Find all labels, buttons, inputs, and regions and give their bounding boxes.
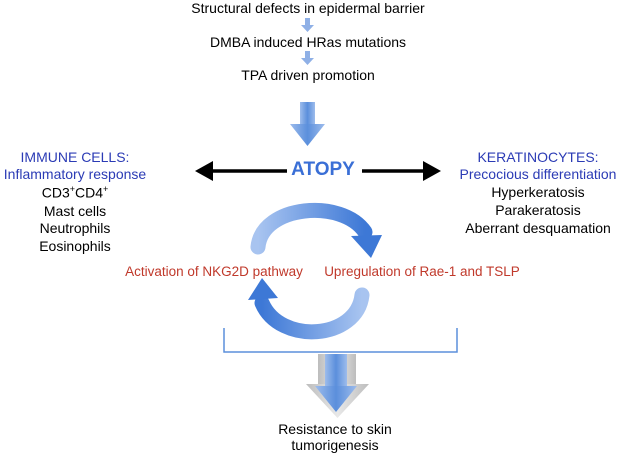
cd4-text: CD4 (75, 184, 104, 201)
immune-item: Eosinophils (39, 238, 111, 254)
step-structural-defects: Structural defects in epidermal barrier (191, 0, 425, 16)
step-tpa-promotion: TPA driven promotion (241, 67, 375, 83)
keratinocytes-item: Hyperkeratosis (491, 184, 585, 200)
outcome-line-1: Resistance to skin (278, 421, 392, 437)
step-dmba-mutations: DMBA induced HRas mutations (209, 34, 407, 50)
arrow-to-atopy (290, 102, 325, 146)
cycle-right-label: Upregulation of Rae-1 and TSLP (324, 264, 520, 279)
step-arrow-2 (301, 51, 314, 65)
keratinocytes-subtitle: Precocious differentiation (459, 166, 617, 182)
immune-item: Mast cells (43, 203, 107, 219)
bracket (223, 328, 458, 353)
arrow-right-to-keratinocytes (362, 161, 441, 181)
cd3-text: CD3 (41, 184, 70, 201)
cycle-arrow-top (250, 203, 382, 258)
keratinocytes-title: KERATINOCYTES: (477, 149, 599, 165)
immune-title: IMMUNE CELLS: (20, 149, 130, 165)
outcome-line-2: tumorigenesis (291, 437, 379, 453)
cd3-superscript: + (69, 184, 75, 194)
arrow-left-to-immune (195, 161, 287, 181)
keratinocytes-item: Parakeratosis (495, 202, 581, 218)
cycle-arrow-bottom (248, 278, 370, 340)
immune-item: Neutrophils (39, 220, 111, 236)
immune-cd3-cd4: CD3+CD4+ (42, 184, 109, 201)
arrow-to-outcome (306, 354, 369, 418)
atopy-label: ATOPY (291, 159, 355, 180)
cd4-superscript: + (103, 184, 109, 194)
step-arrow-1 (301, 18, 314, 32)
cycle-left-label: Activation of NKG2D pathway (125, 264, 303, 279)
immune-subtitle: Inflammatory response (3, 166, 147, 182)
keratinocytes-item: Aberrant desquamation (465, 220, 611, 236)
